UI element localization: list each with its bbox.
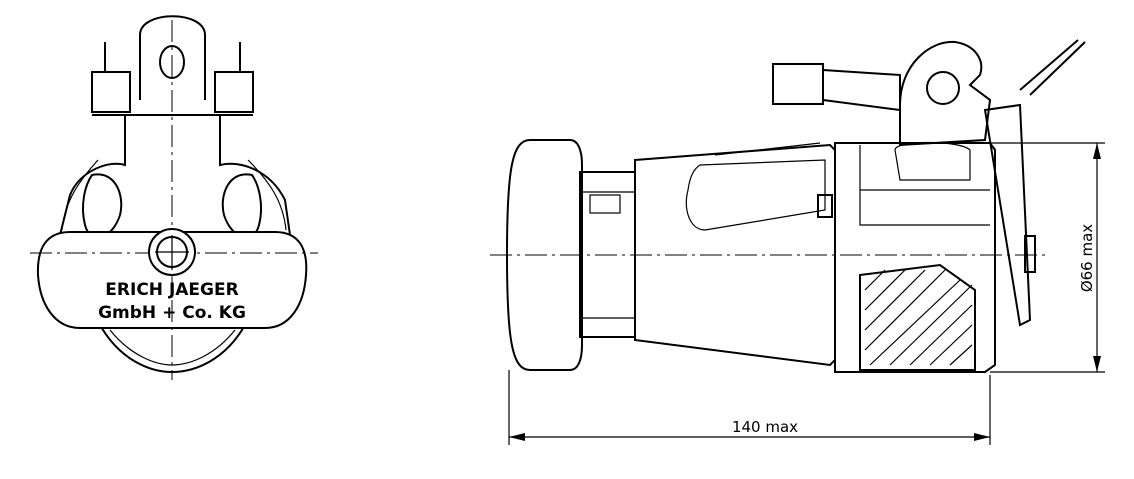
front-lug	[139, 15, 206, 100]
lid-flap	[983, 103, 1032, 327]
hinge-lever	[899, 40, 992, 147]
label-line1: ERICH JAEGER	[105, 280, 238, 300]
latch-block	[772, 63, 824, 105]
rubber-cap	[505, 139, 583, 371]
front-view: ERICH JAEGER GmbH + Co. KG	[30, 15, 318, 380]
section-hatch	[859, 263, 976, 371]
label-line2: GmbH + Co. KG	[98, 303, 246, 323]
length-label: 140 max	[732, 418, 798, 436]
diameter-label: Ø66 max	[1078, 224, 1096, 292]
side-view: 140 max Ø66 max	[490, 39, 1105, 445]
length-dimension: 140 max	[508, 370, 991, 445]
diameter-dimension: Ø66 max	[990, 142, 1105, 373]
hinge-pin	[926, 71, 960, 105]
front-body	[58, 114, 292, 236]
